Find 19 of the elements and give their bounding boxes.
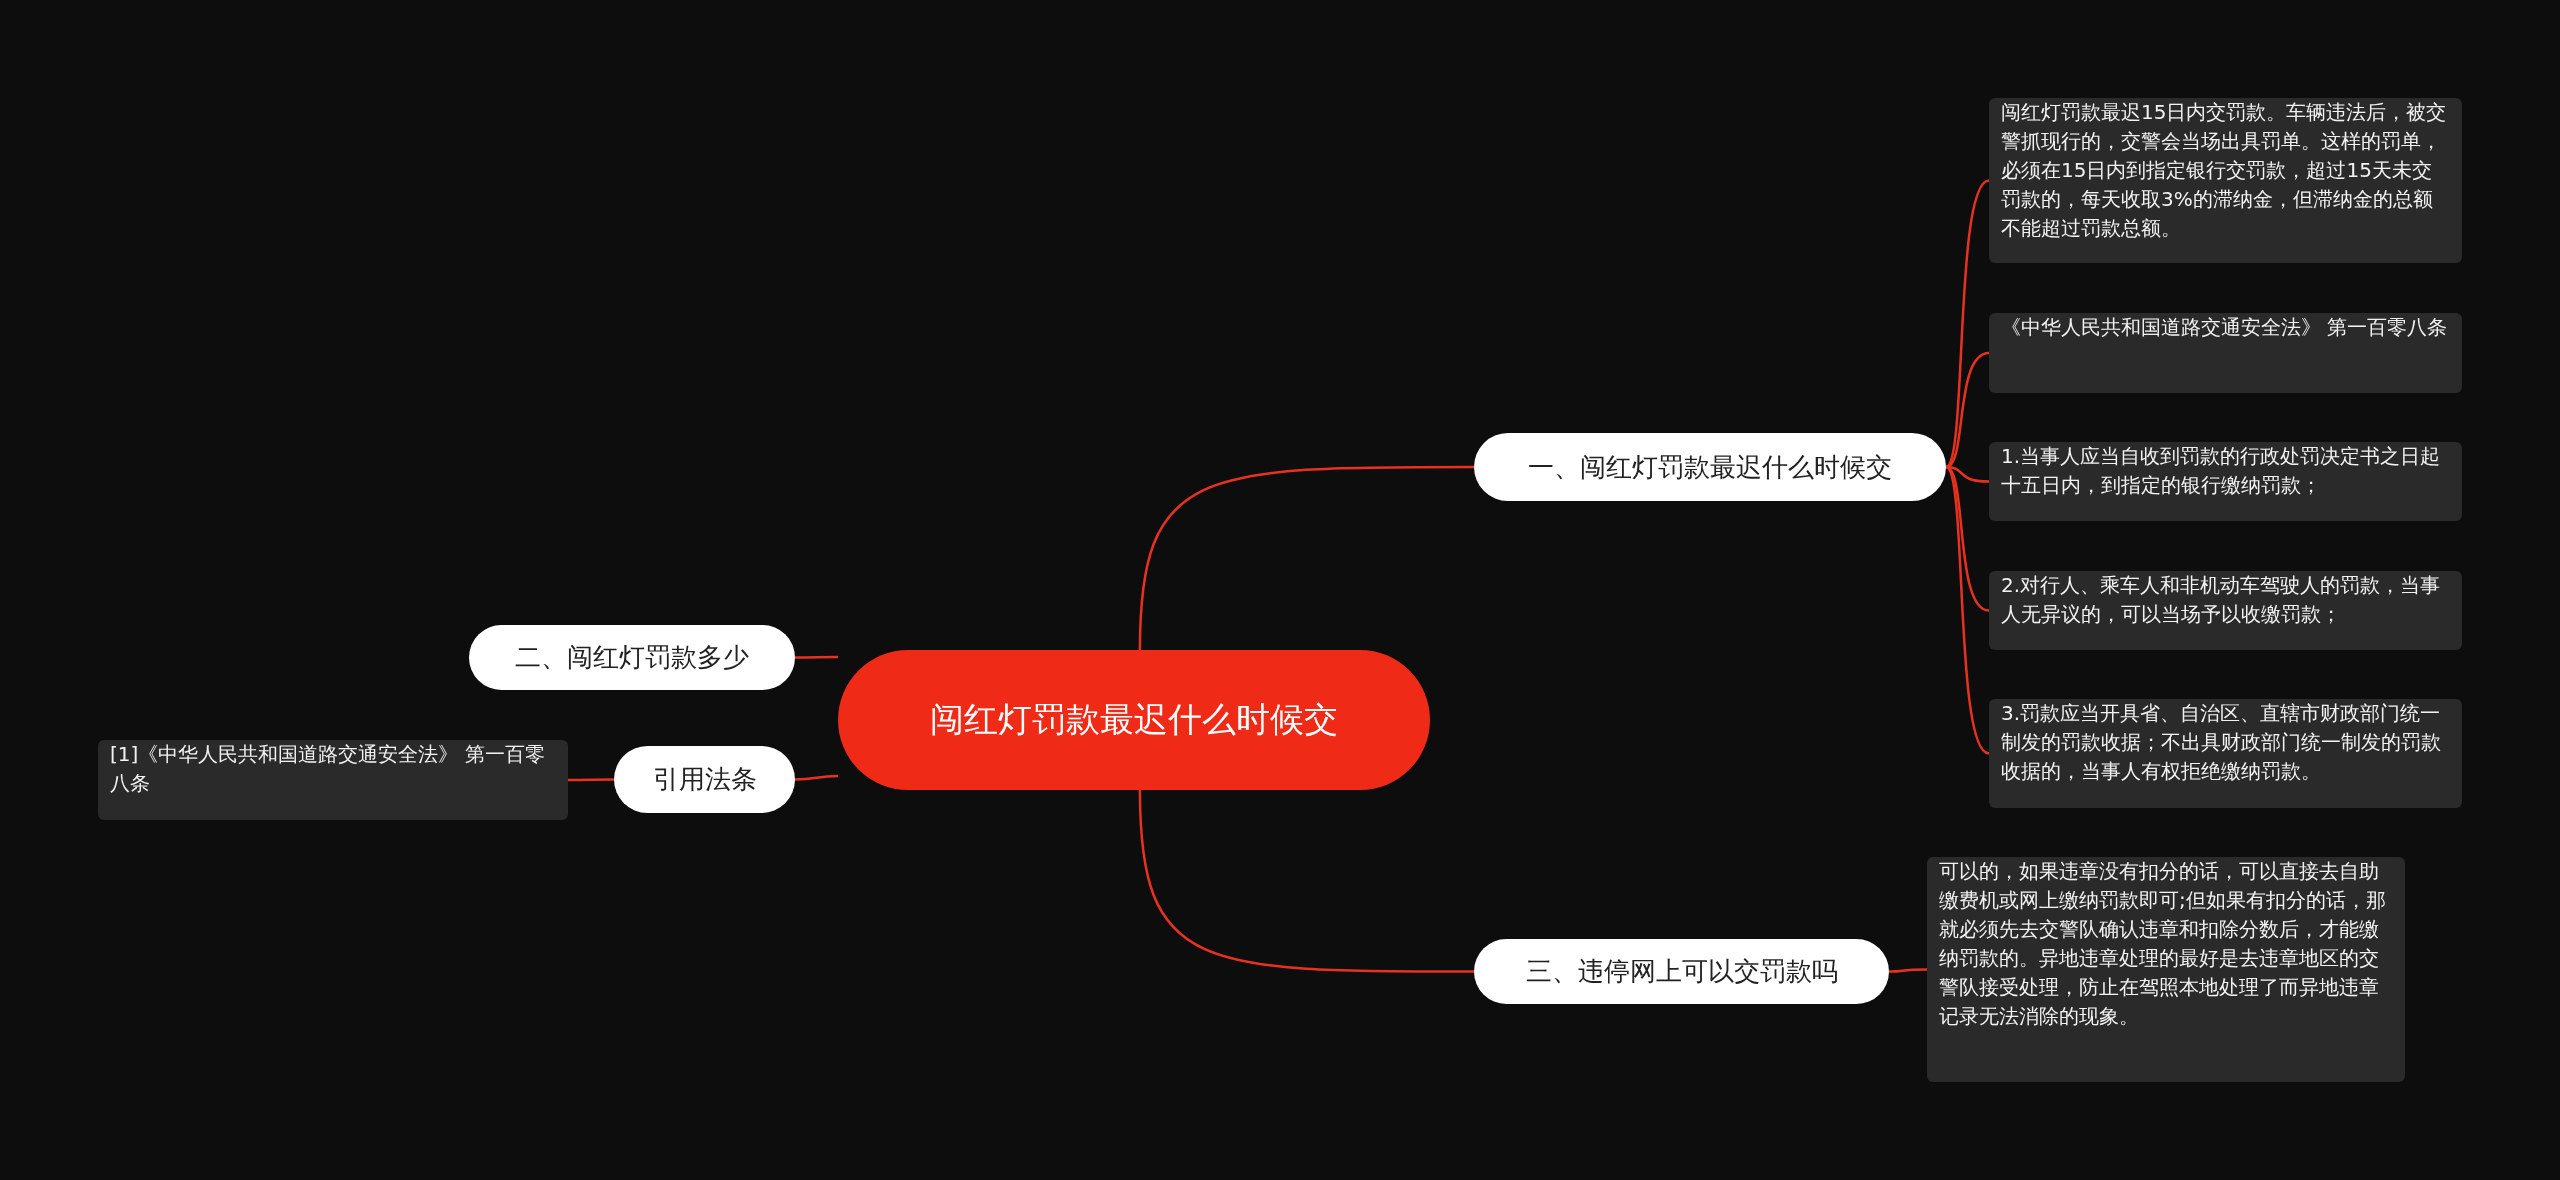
note-card: 可以的，如果违章没有扣分的话，可以直接去自助缴费机或网上缴纳罚款即可;但如果有扣分的话，那就必须先去交警队确认违章和扣除分数后，才能缴纳罚款的。异地违章处理的最好是去违章地区的交警队接受处理，防止在驾照本地处理了而异地违章记录无法消除的现象。 [1927, 857, 2405, 1082]
topic-pill: 引用法条 [614, 746, 795, 813]
connector-line [1138, 789, 1474, 973]
note-card: 2.对行人、乘车人和非机动车驾驶人的罚款，当事人无异议的，可以当场予以收缴罚款； [1989, 571, 2462, 650]
topic-pill: 三、违停网上可以交罚款吗 [1474, 939, 1889, 1004]
note-card: 闯红灯罚款最迟15日内交罚款。车辆违法后，被交警抓现行的，交警会当场出具罚单。这样的罚单，必须在15日内到指定银行交罚款，超过15天未交罚款的，每天收取3%的滞纳金，但滞纳金的总额不能超过罚款总额。 [1989, 98, 2462, 263]
connector-line [1945, 466, 1990, 755]
note-card: 《中华人民共和国道路交通安全法》 第一百零八条 [1989, 313, 2462, 393]
note-card: 1.当事人应当自收到罚款的行政处罚决定书之日起十五日内，到指定的银行缴纳罚款； [1989, 442, 2462, 521]
connector-line [1889, 968, 1927, 973]
topic-pill: 二、闯红灯罚款多少 [469, 625, 795, 690]
connector-line [1945, 179, 1990, 468]
topic-pill: 一、闯红灯罚款最迟什么时候交 [1474, 433, 1946, 501]
connector-line [795, 774, 838, 781]
note-card: 3.罚款应当开具省、自治区、直辖市财政部门统一制发的罚款收据；不出具财政部门统一制发的罚款收据的，当事人有权拒绝缴纳罚款。 [1989, 699, 2462, 808]
connector-line [1138, 465, 1474, 651]
connector-line [795, 655, 838, 659]
central-topic: 闯红灯罚款最迟什么时候交 [838, 650, 1430, 790]
note-card: [1]《中华人民共和国道路交通安全法》 第一百零八条 [98, 740, 568, 820]
